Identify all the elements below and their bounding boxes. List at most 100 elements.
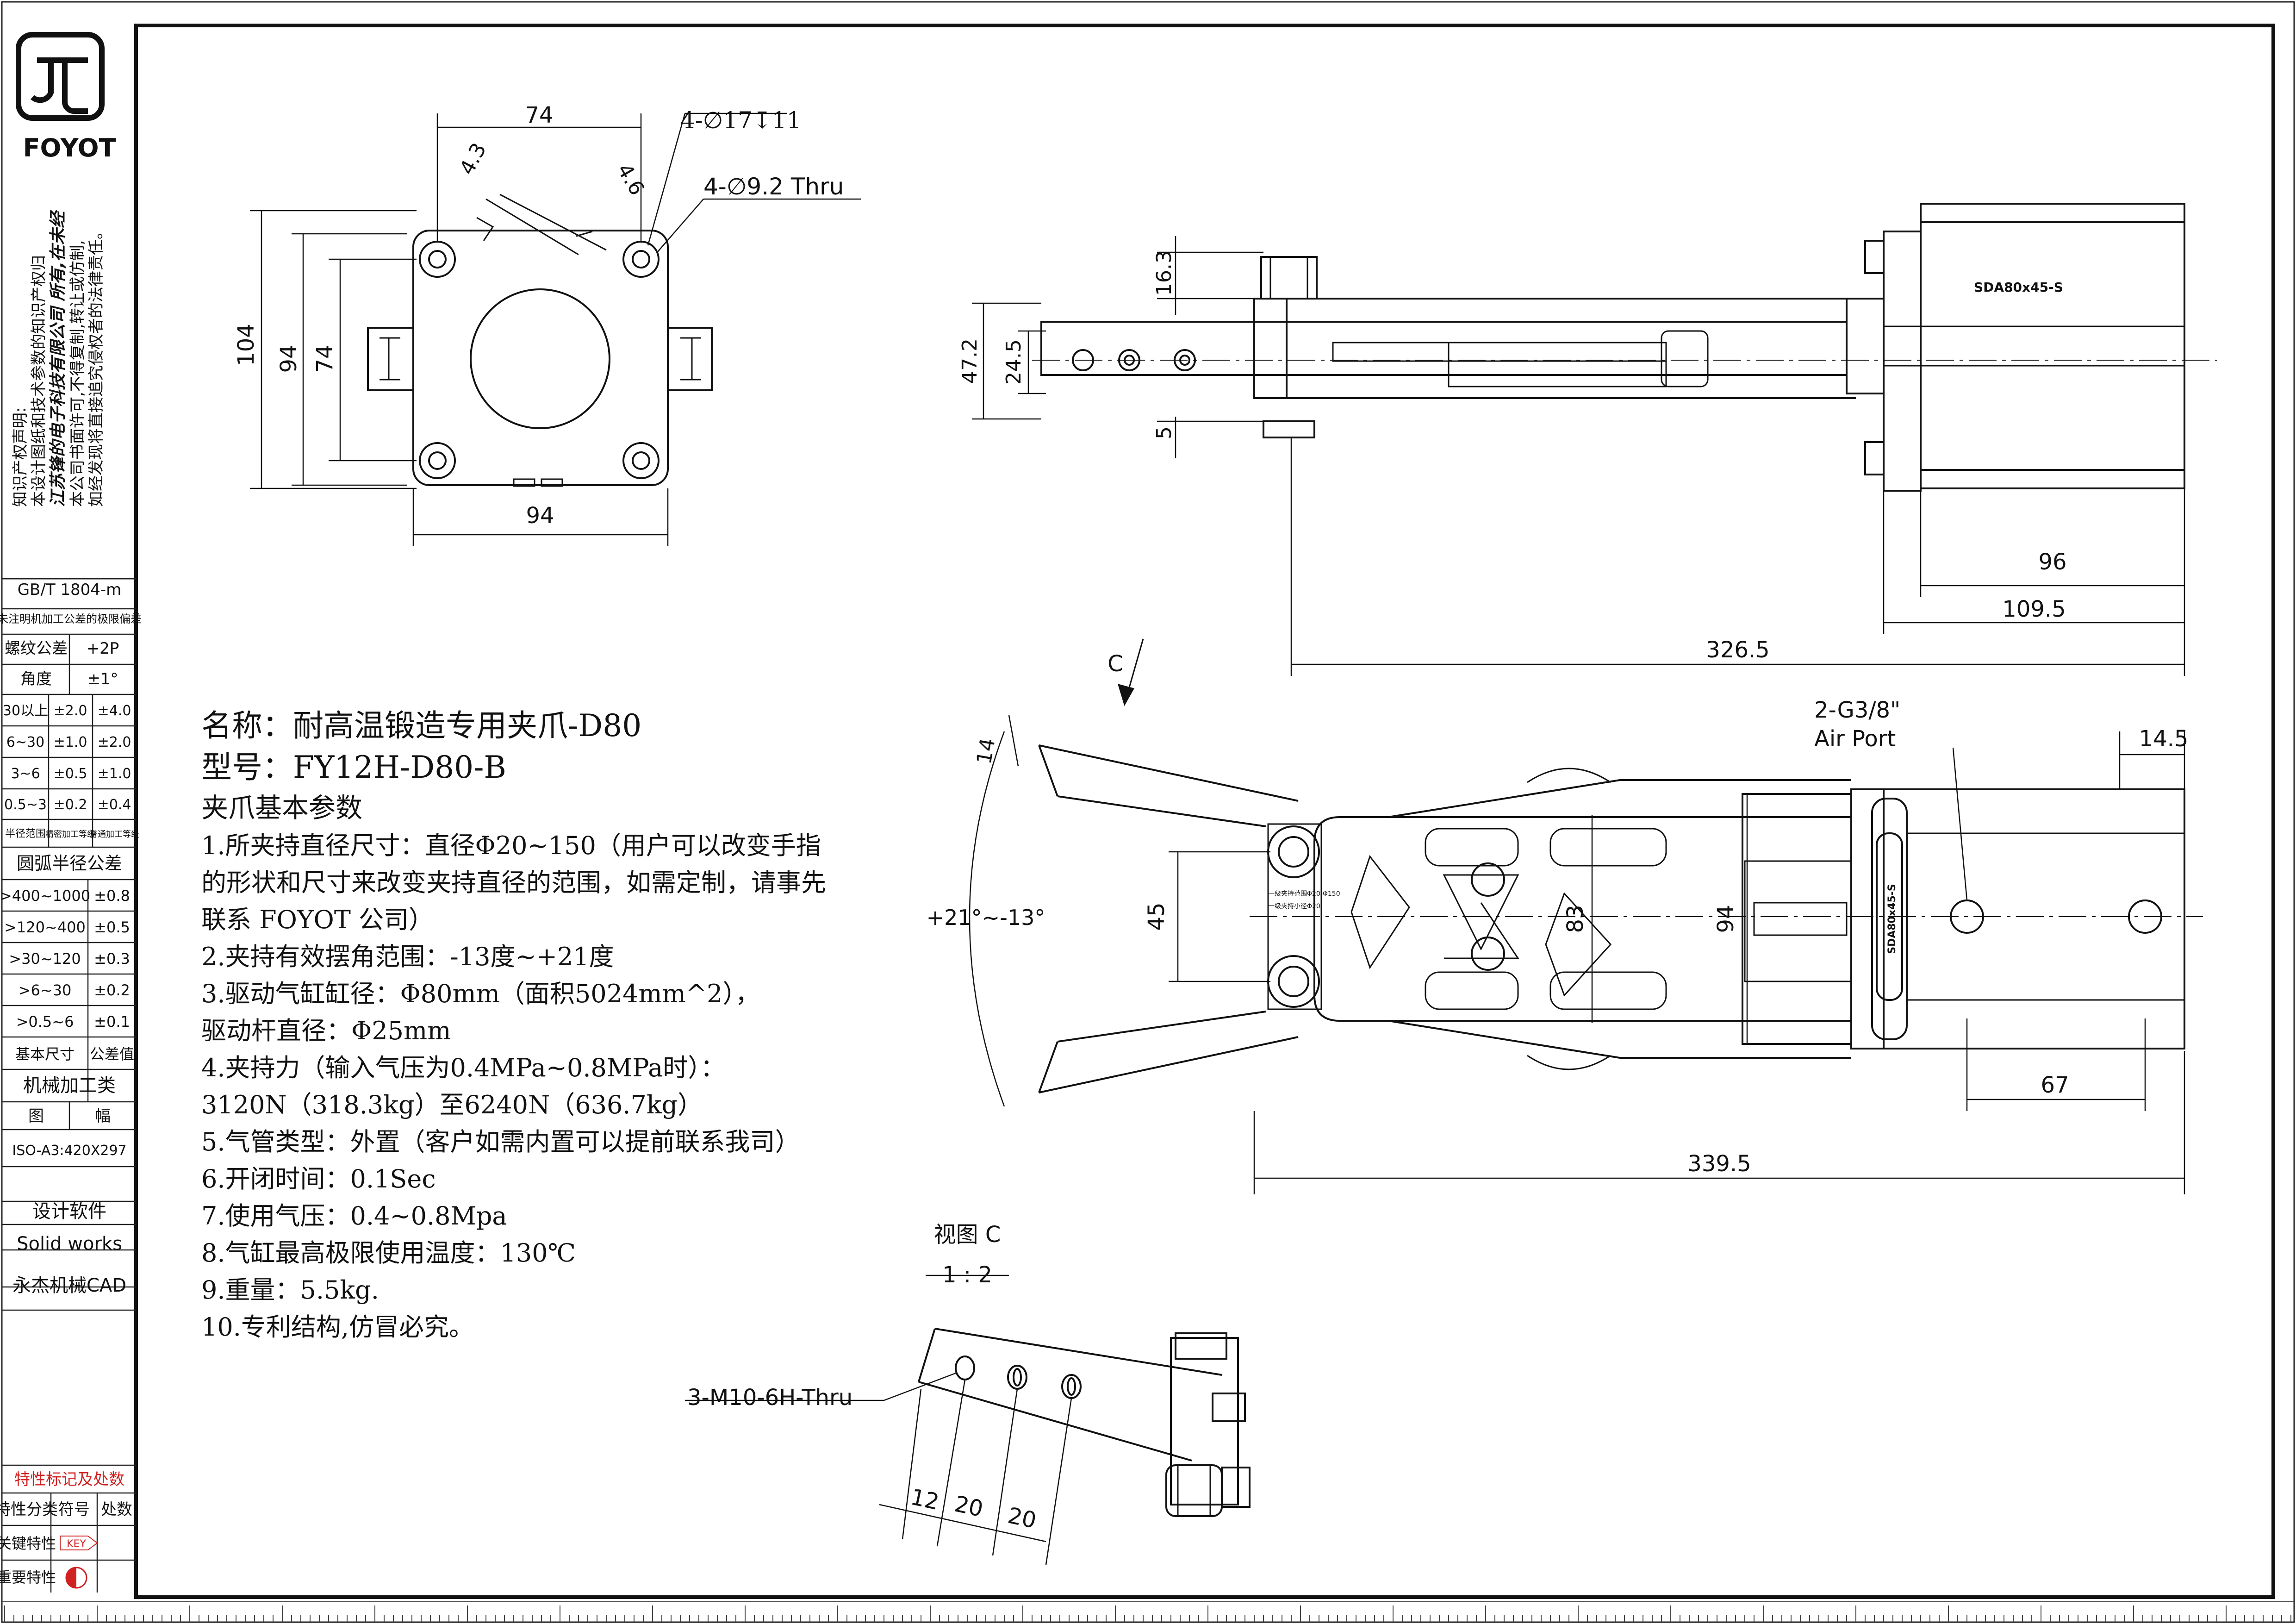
dim-104: 104 <box>233 324 259 366</box>
dim-14-5: 14.5 <box>2139 726 2189 752</box>
detail-title: 视图 C <box>934 1222 1001 1248</box>
svg-text:角度: 角度 <box>20 670 52 688</box>
dim-326-5: 326.5 <box>1706 637 1769 663</box>
dim-46: 4.6 <box>612 160 649 200</box>
svg-text:特性标记及处数: 特性标记及处数 <box>14 1470 124 1489</box>
dim-20-a: 20 <box>952 1491 985 1522</box>
spec-line: 联系 FOYOT 公司） <box>201 905 434 934</box>
svg-text:±0.3: ±0.3 <box>94 950 130 968</box>
svg-text:3~6: 3~6 <box>11 766 40 782</box>
top-view-text: C 14 +21°~-13° 45 83 94 一级夹持范围Φ20-Φ150 一… <box>927 651 2189 1177</box>
cylinder-label: SDA80x45-S <box>1974 280 2063 295</box>
dim-74-v: 74 <box>312 344 338 373</box>
dim-16-3: 16.3 <box>1152 250 1176 296</box>
svg-text:+2P: +2P <box>87 639 119 658</box>
tolerance-table <box>2 608 136 1593</box>
dim-12: 12 <box>908 1484 941 1515</box>
spec-line: 3120N（318.3kg）至6240N（636.7kg） <box>201 1090 703 1119</box>
plate-text-1: 一级夹持范围Φ20-Φ150 <box>1268 890 1340 898</box>
dim-94-v: 94 <box>276 344 302 373</box>
spec-line: 9.重量：5.5kg. <box>201 1275 379 1305</box>
svg-text:±1.0: ±1.0 <box>54 734 87 750</box>
svg-text:KEY: KEY <box>67 1538 86 1550</box>
dim-96: 96 <box>2038 549 2066 575</box>
svg-text:>120~400: >120~400 <box>4 918 86 936</box>
spec-line: 4.夹持力（输入气压为0.4MPa~0.8MPa时）： <box>201 1053 725 1082</box>
spec-line: 10.专利结构,仿冒必究。 <box>201 1312 474 1342</box>
svg-text:设计软件: 设计软件 <box>32 1201 106 1222</box>
svg-text:±1.0: ±1.0 <box>98 766 131 782</box>
svg-text:螺纹公差: 螺纹公差 <box>5 639 68 658</box>
tol-standard: GB/T 1804-m <box>18 581 122 599</box>
important-symbol-icon <box>65 1567 87 1589</box>
dim-94: 94 <box>1713 905 1739 933</box>
svg-text:处数: 处数 <box>101 1500 132 1519</box>
dim-45: 45 <box>1144 902 1170 931</box>
svg-text:知识产权声明:: 知识产权声明: <box>11 407 30 507</box>
svg-text:±0.2: ±0.2 <box>54 797 87 813</box>
dim-5: 5 <box>1152 426 1176 439</box>
copyright-notice: 知识产权声明: 本设计图纸和技术参数的知识产权归 江苏锋的电子科技有限公司 所有… <box>11 210 106 507</box>
side-view <box>972 203 2217 676</box>
drawing-frame <box>134 24 2275 1599</box>
thread-callout: 3-M10-6H-Thru <box>687 1385 852 1411</box>
svg-text:±0.5: ±0.5 <box>94 918 130 936</box>
svg-text:±2.0: ±2.0 <box>54 703 87 719</box>
svg-text:ISO-A3:420X297: ISO-A3:420X297 <box>12 1143 126 1159</box>
svg-text:Solid works: Solid works <box>17 1233 122 1255</box>
dim-74-top: 74 <box>525 102 553 128</box>
svg-text:±0.2: ±0.2 <box>94 981 130 999</box>
detail-view-c <box>685 1274 1251 1565</box>
svg-text:±1°: ±1° <box>87 670 118 688</box>
spec-line: 的形状和尺寸来改变夹持直径的范围，如需定制，请事先 <box>201 868 826 897</box>
svg-text:如经发现将直接追究侵权者的法律责任。: 如经发现将直接追究侵权者的法律责任。 <box>87 224 106 507</box>
dim-14: 14 <box>972 736 1000 766</box>
svg-text:精密加工等级: 精密加工等级 <box>45 830 95 839</box>
svg-text:幅: 幅 <box>95 1107 111 1125</box>
svg-text:圆弧半径公差: 圆弧半径公差 <box>17 853 122 874</box>
dim-24-5: 24.5 <box>1002 339 1026 385</box>
plate-text-2: 一级夹持小径Φ20 <box>1268 903 1320 910</box>
svg-text:±4.0: ±4.0 <box>98 703 131 719</box>
dim-83: 83 <box>1562 905 1588 933</box>
svg-text:江苏锋的电子科技有限公司 所有,在未经: 江苏锋的电子科技有限公司 所有,在未经 <box>49 210 68 507</box>
svg-text:永杰机械CAD: 永杰机械CAD <box>12 1275 126 1296</box>
dim-67: 67 <box>2041 1072 2069 1098</box>
key-symbol-icon: KEY <box>60 1536 98 1550</box>
dim-339-5: 339.5 <box>1687 1151 1751 1177</box>
dim-109-5: 109.5 <box>2002 596 2066 622</box>
svg-text:重要特性: 重要特性 <box>0 1568 56 1586</box>
svg-text:符号: 符号 <box>58 1500 90 1519</box>
svg-text:本公司书面许可,不得复制,转让或仿制,: 本公司书面许可,不得复制,转让或仿制, <box>68 240 87 507</box>
spec-line: 2.夹持有效摆角范围：-13度~+21度 <box>201 942 614 971</box>
dim-94-h: 94 <box>526 503 554 529</box>
svg-text:公差值: 公差值 <box>90 1045 134 1063</box>
foyot-logo-icon <box>16 32 105 121</box>
spec-line: 1.所夹持直径尺寸：直径Φ20~150（用户可以改变手指 <box>201 831 821 860</box>
angle-range: +21°~-13° <box>927 905 1045 930</box>
svg-text:图: 图 <box>28 1107 44 1125</box>
svg-text:>0.5~6: >0.5~6 <box>16 1013 74 1031</box>
tol-note: 未注明机加工公差的极限偏差 <box>0 612 142 625</box>
svg-text:±2.0: ±2.0 <box>98 734 131 750</box>
side-view-text: SDA80x45-S 16.3 47.2 24.5 5 96 109.5 326… <box>958 250 2067 663</box>
air-port-size: 2-G3/8" <box>1814 697 1900 723</box>
spec-block: 名称：耐高温锻造专用夹爪-D80 型号：FY12H-D80-B 夹爪基本参数 1… <box>201 708 826 1342</box>
svg-text:>30~120: >30~120 <box>9 950 81 968</box>
spec-line: 7.使用气压：0.4~0.8Mpa <box>201 1201 507 1230</box>
svg-text:普通加工等级: 普通加工等级 <box>89 830 139 839</box>
svg-text:特性分类: 特性分类 <box>0 1500 58 1519</box>
front-view-dims: 74 4.3 4.6 4-∅17↧11 4-∅9.2 Thru 104 94 7… <box>233 102 844 529</box>
dim-47-2: 47.2 <box>958 338 982 384</box>
svg-text:>400~1000: >400~1000 <box>0 887 90 905</box>
svg-text:基本尺寸: 基本尺寸 <box>15 1045 75 1063</box>
spec-line: 3.驱动气缸缸径：Φ80mm（面积5024mm^2）， <box>201 979 760 1008</box>
svg-text:机械加工类: 机械加工类 <box>23 1075 116 1096</box>
dim-43: 4.3 <box>455 139 491 179</box>
spec-line: 驱动杆直径：Φ25mm <box>201 1016 451 1045</box>
brand-name: FOYOT <box>23 133 116 162</box>
svg-text:±0.5: ±0.5 <box>54 766 87 782</box>
spec-line: 8.气缸最高极限使用温度：130℃ <box>201 1238 576 1268</box>
svg-text:±0.1: ±0.1 <box>94 1013 130 1031</box>
